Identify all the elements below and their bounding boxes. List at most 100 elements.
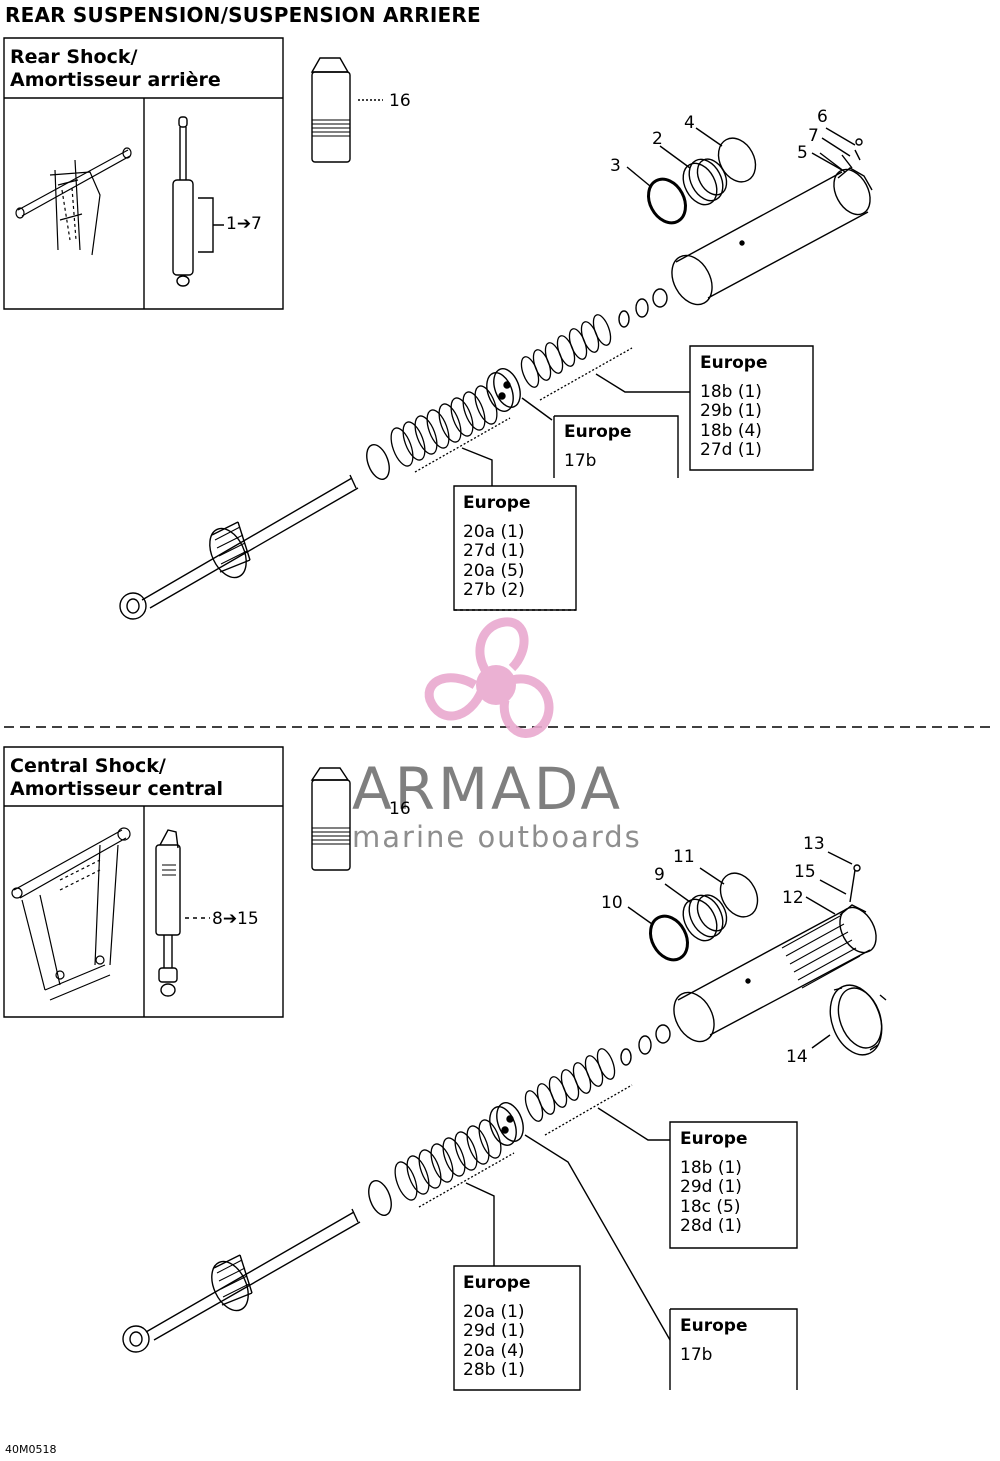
europe-box-right-rear-frame (689, 345, 814, 471)
rear-frame (3, 37, 284, 310)
rear-heading-line1: Rear Shock/ (10, 46, 138, 68)
leader-europe-left-rear (461, 447, 493, 486)
nut-central-a (638, 1035, 652, 1055)
callout-4: 4 (684, 113, 695, 133)
leader-10 (627, 906, 653, 925)
rear-shock-thumbnail (172, 116, 224, 287)
shaft-central (122, 1208, 361, 1353)
europe-item: 27d (1) (700, 440, 762, 461)
central-heading-line1: Central Shock/ (10, 755, 166, 777)
europe-box-right-central: Europe 18b (1) 29d (1) 18c (5) 28d (1) (680, 1129, 748, 1237)
europe-box-right-rear: Europe 18b (1) 29b (1) 18b (4) 27d (1) (700, 353, 768, 461)
o-ring-10 (649, 914, 689, 962)
europe-item: 17b (680, 1344, 713, 1365)
central-shock-heading: Central Shock/ Amortisseur central (10, 755, 223, 801)
europe-item: 18b (4) (700, 420, 762, 441)
spring-stack-lower-central (394, 1119, 515, 1208)
bushing-2 (659, 145, 728, 206)
callout-12: 12 (782, 888, 804, 908)
callout-15: 15 (794, 862, 816, 882)
europe-heading: Europe (463, 493, 531, 513)
drawing-code: 40M0518 (5, 1443, 57, 1456)
europe-heading: Europe (680, 1129, 748, 1149)
europe-item: 20a (1) (463, 521, 525, 542)
callout-10: 10 (601, 893, 623, 913)
rear-suspension-thumbnail (15, 147, 132, 256)
europe-item: 18b (1) (700, 381, 762, 402)
callout-16-central: 16 (389, 799, 411, 819)
europe-heading: Europe (700, 353, 768, 373)
spring-stack-upper-central (524, 1048, 633, 1136)
leader-15 (819, 879, 847, 895)
leader-13 (827, 851, 853, 865)
leader-7 (821, 137, 851, 157)
callout-9: 9 (654, 865, 665, 885)
armada-logo-propeller (424, 617, 554, 738)
central-heading-line2: Amortisseur central (10, 778, 223, 800)
nut-rear-a (635, 298, 649, 318)
callout-7: 7 (808, 126, 819, 146)
spring-stack-upper-rear (520, 314, 633, 401)
o-ring-3 (647, 177, 687, 225)
shock-body-central (673, 864, 877, 1043)
callout-14: 14 (786, 1047, 808, 1067)
nut-central-b (655, 1024, 671, 1044)
europe-heading: Europe (564, 422, 632, 442)
europe-box-bottom-central: Europe 17b (680, 1316, 748, 1365)
europe-box-bottom-central-frame (669, 1308, 798, 1390)
piston-rear (486, 368, 521, 412)
page-title: REAR SUSPENSION/SUSPENSION ARRIERE (5, 3, 481, 27)
europe-box-left-central-frame (453, 1265, 581, 1391)
washer-central-b (368, 1180, 392, 1216)
callout-3: 3 (610, 156, 621, 176)
europe-heading: Europe (463, 1273, 531, 1293)
central-frame (3, 746, 284, 1018)
europe-item: 18c (5) (680, 1196, 741, 1217)
rear-range-label: 1➔7 (226, 214, 262, 234)
shaft-rear (119, 474, 359, 620)
europe-item: 27d (1) (463, 541, 525, 562)
callout-13: 13 (803, 834, 825, 854)
leader-europe-right-central (597, 1107, 670, 1141)
spanner-nut-14 (811, 984, 887, 1056)
lubricant-can-central (310, 767, 351, 871)
washer-central-a (620, 1048, 632, 1066)
europe-item: 28b (1) (463, 1360, 525, 1381)
central-shock-thumbnail (155, 829, 210, 997)
piston-central (489, 1102, 524, 1146)
europe-box-left-rear: Europe 20a (1) 27d (1) 20a (5) 27b (2) (463, 493, 531, 601)
europe-box-left-central: Europe 20a (1) 29d (1) 20a (4) 28b (1) (463, 1273, 531, 1381)
leader-3 (626, 166, 651, 187)
leader-4 (695, 127, 723, 147)
rear-shock-heading: Rear Shock/ Amortisseur arrière (10, 46, 221, 92)
leader-11 (699, 867, 725, 885)
callout-5: 5 (797, 143, 808, 163)
europe-heading: Europe (680, 1316, 748, 1336)
europe-box-mid-rear-frame (553, 415, 679, 478)
callout-2: 2 (652, 129, 663, 149)
leader-europe-left-central (465, 1182, 495, 1266)
europe-item: 29d (1) (463, 1321, 525, 1342)
cap-4 (717, 137, 757, 183)
leader-5 (811, 152, 843, 171)
nut-rear-b (652, 288, 668, 308)
europe-box-right-central-frame (669, 1121, 798, 1249)
leader-europe-right-rear (595, 373, 690, 393)
lubricant-can-rear (310, 57, 383, 163)
europe-item: 18b (1) (680, 1157, 742, 1178)
callout-11: 11 (673, 847, 695, 867)
watermark-tagline: marine outboards (352, 820, 642, 854)
leader-6 (825, 127, 856, 146)
leader-12 (805, 896, 836, 915)
europe-item: 20a (5) (463, 560, 525, 581)
shock-body-rear (671, 138, 873, 306)
watermark-brand: ARMADA (352, 755, 624, 823)
europe-item: 20a (1) (463, 1301, 525, 1322)
washer-rear-a (618, 310, 630, 328)
spring-stack-lower-rear (390, 385, 511, 473)
leader-europe-mid-rear (521, 397, 553, 421)
callout-16-rear: 16 (389, 91, 411, 111)
rear-heading-line2: Amortisseur arrière (10, 69, 221, 91)
bushing-9 (664, 883, 728, 942)
